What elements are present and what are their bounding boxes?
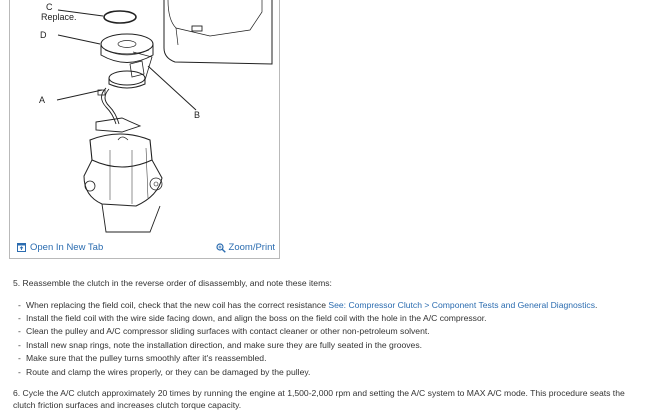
list-item: -Make sure that the pulley turns smoothl…: [18, 353, 267, 364]
compressor-clutch-diagram: C Replace. D A B: [39, 0, 273, 233]
snap-ring: [103, 10, 137, 24]
step-6: 6. Cycle the A/C clutch approximately 20…: [13, 388, 625, 410]
field-coil: [97, 60, 146, 125]
zoom-print-link[interactable]: Zoom/Print: [215, 242, 275, 253]
list-item: -Install new snap rings, note the instal…: [18, 339, 423, 350]
callout-line-a: [56, 89, 103, 101]
zoom-print-label: Zoom/Print: [228, 242, 275, 253]
callout-line-c: [57, 9, 104, 17]
step-5-notes: -When replacing the field coil, check th…: [13, 300, 643, 379]
note-text: Install new snap rings, note the install…: [26, 339, 423, 350]
callout-a-label: A: [39, 95, 45, 105]
note-text: Clean the pulley and A/C compressor slid…: [26, 326, 430, 337]
detail-inset: [163, 0, 273, 65]
callout-c-label: C: [46, 2, 53, 12]
list-item: -Install the field coil with the wire si…: [18, 312, 487, 323]
callout-d-label: D: [40, 30, 47, 40]
callout-line-b: [147, 65, 197, 111]
list-item: -Route and clamp the wires properly, or …: [18, 366, 311, 377]
open-tab-icon: [17, 243, 26, 252]
callout-line-d: [57, 34, 101, 45]
note-text: Make sure that the pulley turns smoothly…: [26, 353, 267, 364]
list-item: -When replacing the field coil, check th…: [18, 299, 598, 310]
figure-footer: Open In New Tab Zoom/Print: [10, 239, 279, 258]
note-text: When replacing the field coil, check tha…: [26, 299, 329, 310]
step-5: 5. Reassemble the clutch in the reverse …: [13, 278, 332, 288]
open-in-new-tab-link[interactable]: Open In New Tab: [17, 242, 103, 253]
note-text: Route and clamp the wires properly, or t…: [26, 366, 311, 377]
open-in-new-tab-label: Open In New Tab: [30, 242, 104, 253]
ac-compressor: [83, 117, 163, 233]
list-item: -Clean the pulley and A/C compressor sli…: [18, 326, 430, 337]
pulley: [100, 33, 154, 63]
replace-note: Replace.: [41, 12, 77, 22]
note-text: Install the field coil with the wire sid…: [26, 312, 487, 323]
instructions: 5. Reassemble the clutch in the reverse …: [13, 278, 643, 411]
compressor-clutch-tests-link[interactable]: See: Compressor Clutch > Component Tests…: [328, 299, 595, 310]
callout-b-label: B: [194, 110, 200, 120]
magnifier-icon: [215, 242, 226, 253]
figure-panel: C Replace. D A B Open In New Tab Zoom/Pr…: [9, 0, 280, 259]
